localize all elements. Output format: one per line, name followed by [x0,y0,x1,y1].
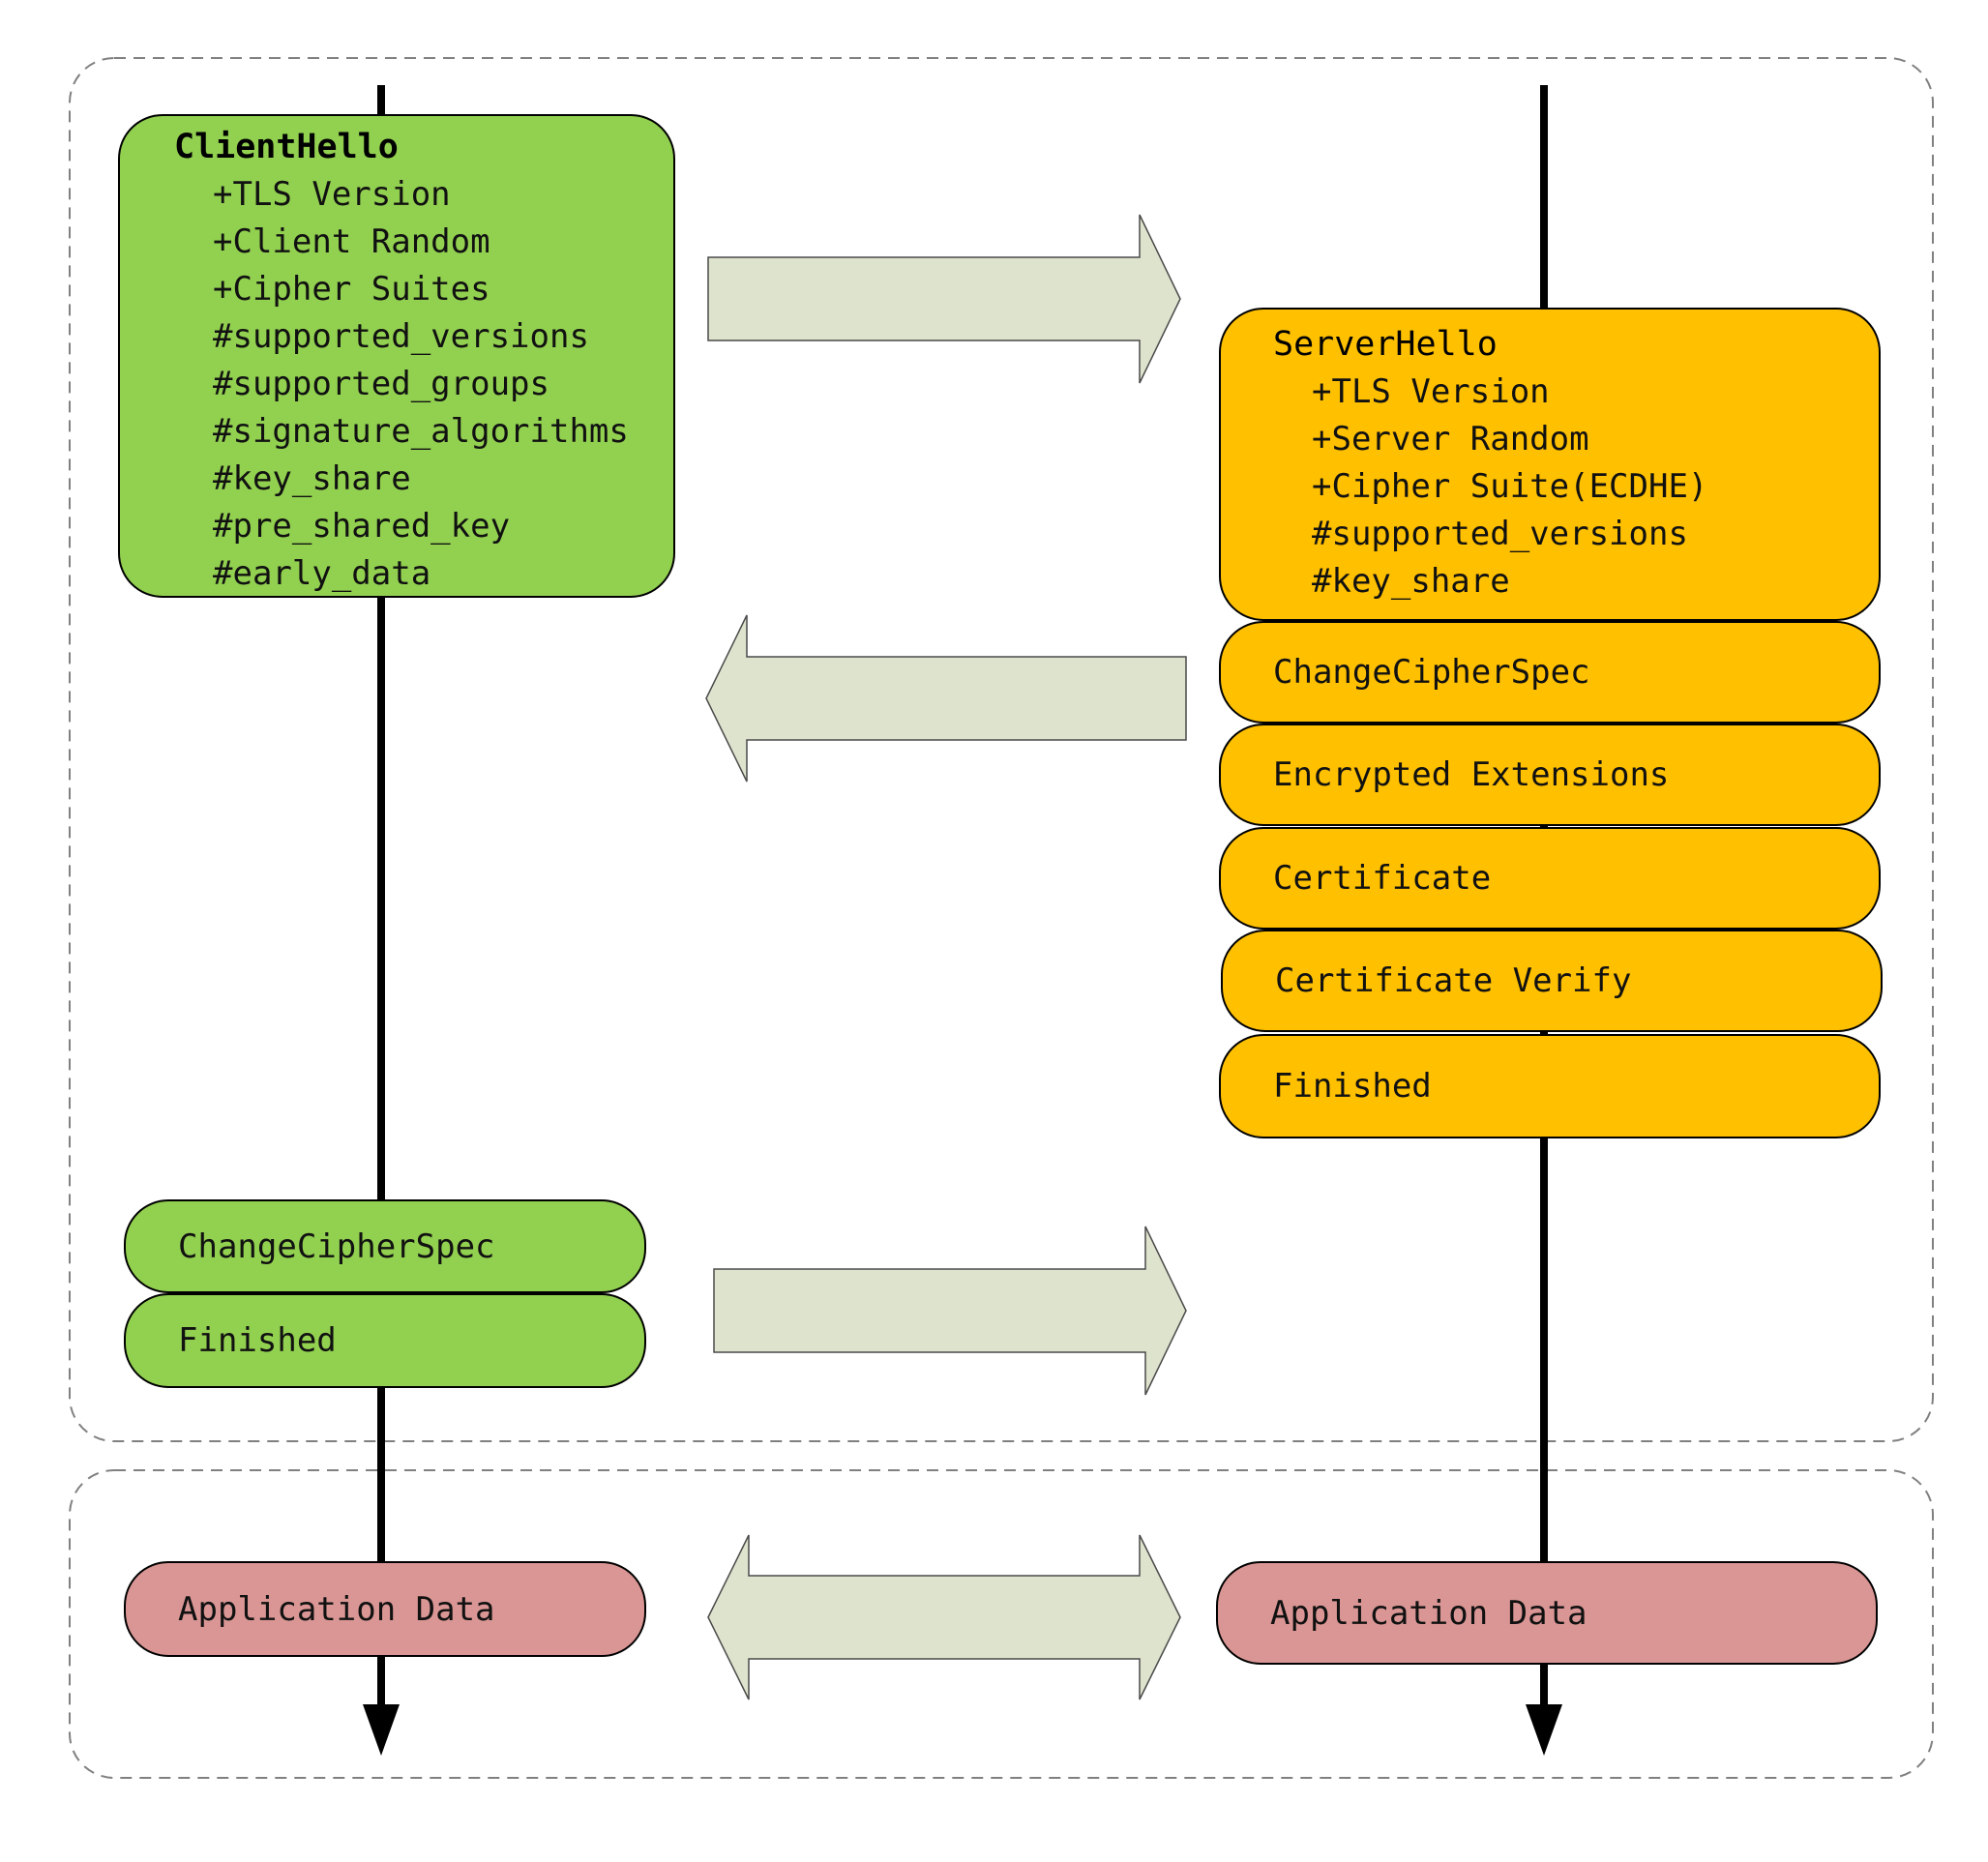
server-hello-field: #supported_versions [1312,515,1688,553]
server-change-cipher-spec: ChangeCipherSpec [1219,621,1881,724]
client-finished-arrow [713,1226,1187,1396]
client-hello-field: #key_share [213,459,411,498]
handshake-group-frame [69,57,1934,1442]
client-application-data: Application Data [124,1561,646,1657]
server-hello-box: ServerHello +TLS Version +Server Random … [1219,308,1881,621]
client-hello-field: #pre_shared_key [213,507,511,546]
server-hello-field: +Server Random [1312,420,1589,458]
client-hello-field: +Cipher Suites [213,270,490,309]
client-hello-field: +Client Random [213,222,490,261]
server-lifeline-arrowhead [1526,1704,1562,1756]
client-hello-title: ClientHello [174,128,399,166]
client-finished: Finished [124,1293,646,1388]
server-encrypted-extensions: Encrypted Extensions [1219,724,1881,826]
server-certificate: Certificate [1219,827,1881,930]
server-hello-field: +TLS Version [1312,372,1550,411]
server-hello-title: ServerHello [1273,325,1498,364]
app-data-group-frame [69,1469,1934,1779]
client-hello-field: #supported_versions [213,317,589,356]
client-lifeline-arrowhead [363,1704,400,1756]
client-hello-field: #signature_algorithms [213,412,629,451]
server-application-data: Application Data [1216,1561,1878,1665]
client-change-cipher-spec: ChangeCipherSpec [124,1199,646,1293]
application-data-double-arrow [707,1534,1181,1700]
client-hello-arrow [707,214,1181,384]
client-hello-field: #early_data [213,554,431,593]
client-hello-box: ClientHello +TLS Version +Client Random … [118,114,675,598]
server-finished: Finished [1219,1034,1881,1138]
client-hello-field: #supported_groups [213,365,549,403]
server-certificate-verify: Certificate Verify [1221,930,1883,1032]
server-hello-field: #key_share [1312,562,1510,601]
client-hello-field: +TLS Version [213,175,451,214]
server-response-arrow [705,614,1187,783]
server-hello-field: +Cipher Suite(ECDHE) [1312,467,1708,506]
